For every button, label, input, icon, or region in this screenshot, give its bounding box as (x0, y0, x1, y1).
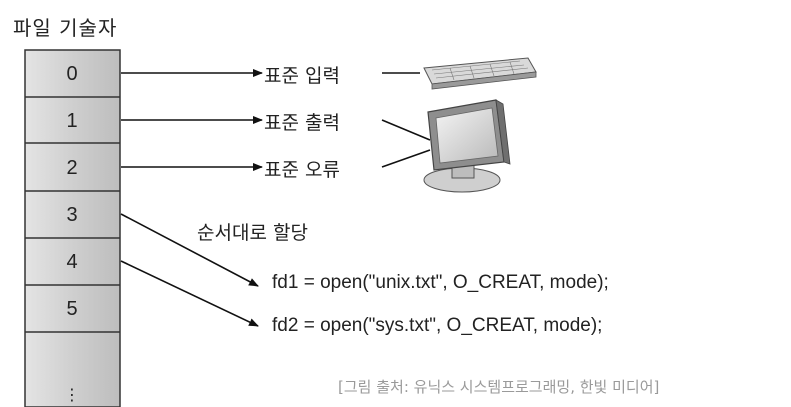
figure-source-caption: [그림 출처: 유닉스 시스템프로그래밍, 한빛 미디어] (338, 378, 660, 396)
fd-entry-0: 0 (66, 63, 77, 85)
fd-entry-ellipsis: ⋮ (64, 385, 80, 404)
fd-table: 0 1 2 3 4 5 ⋮ (24, 49, 121, 407)
fd-entry-4: 4 (66, 251, 77, 273)
monitor-icon (423, 99, 511, 193)
code-line-fd2: fd2 = open("sys.txt", O_CREAT, mode); (272, 315, 603, 336)
stream-label-stdout: 표준 출력 (264, 112, 340, 134)
arrow-fd4 (120, 260, 259, 327)
fd-entry-3: 3 (66, 204, 77, 226)
connector-stdout-monitor (381, 119, 431, 141)
stream-label-stdin: 표준 입력 (264, 65, 340, 87)
allocation-note: 순서대로 할당 (197, 222, 308, 244)
code-line-fd1: fd1 = open("unix.txt", O_CREAT, mode); (272, 272, 609, 293)
fd-entry-2: 2 (66, 157, 77, 179)
stream-label-stderr: 표준 오류 (264, 159, 340, 181)
fd-entry-1: 1 (66, 110, 77, 132)
diagram-title: 파일 기술자 (13, 16, 118, 40)
connector-stderr-monitor (381, 149, 431, 168)
fd-entry-5: 5 (66, 298, 77, 320)
keyboard-icon (423, 57, 537, 90)
arrow-fd3 (120, 213, 259, 287)
